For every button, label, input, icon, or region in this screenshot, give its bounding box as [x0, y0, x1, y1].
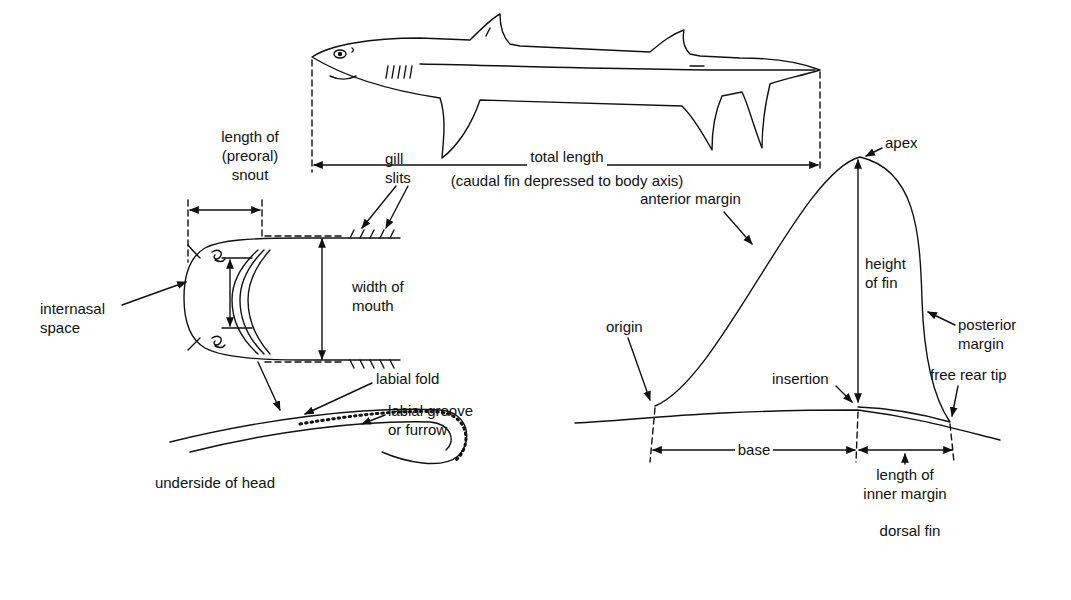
label-text: labial groove or furrow — [388, 402, 488, 440]
label-text: base — [735, 441, 774, 460]
label-text: origin — [606, 318, 643, 337]
label-text: internasal space — [40, 300, 120, 338]
label-text: length of inner margin — [860, 466, 950, 504]
label-text: underside of head — [155, 474, 275, 493]
label-text: insertion — [772, 370, 829, 389]
label-text: gill slits — [385, 150, 425, 188]
label-text: free rear tip — [930, 366, 1007, 385]
label-text: length of (preoral) snout — [210, 128, 290, 184]
label-text: (caudal fin depressed to body axis) — [451, 172, 684, 191]
label-text: width of mouth — [352, 278, 422, 316]
label-text: apex — [885, 134, 918, 153]
shark-outline — [312, 14, 820, 158]
label-text: labial fold — [376, 370, 439, 389]
label-text: height of fin — [865, 255, 915, 293]
label-text: posterior margin — [958, 316, 1028, 354]
label-text: anterior margin — [640, 190, 741, 209]
label-text: dorsal fin — [880, 522, 941, 541]
label-text: total length — [527, 148, 606, 167]
